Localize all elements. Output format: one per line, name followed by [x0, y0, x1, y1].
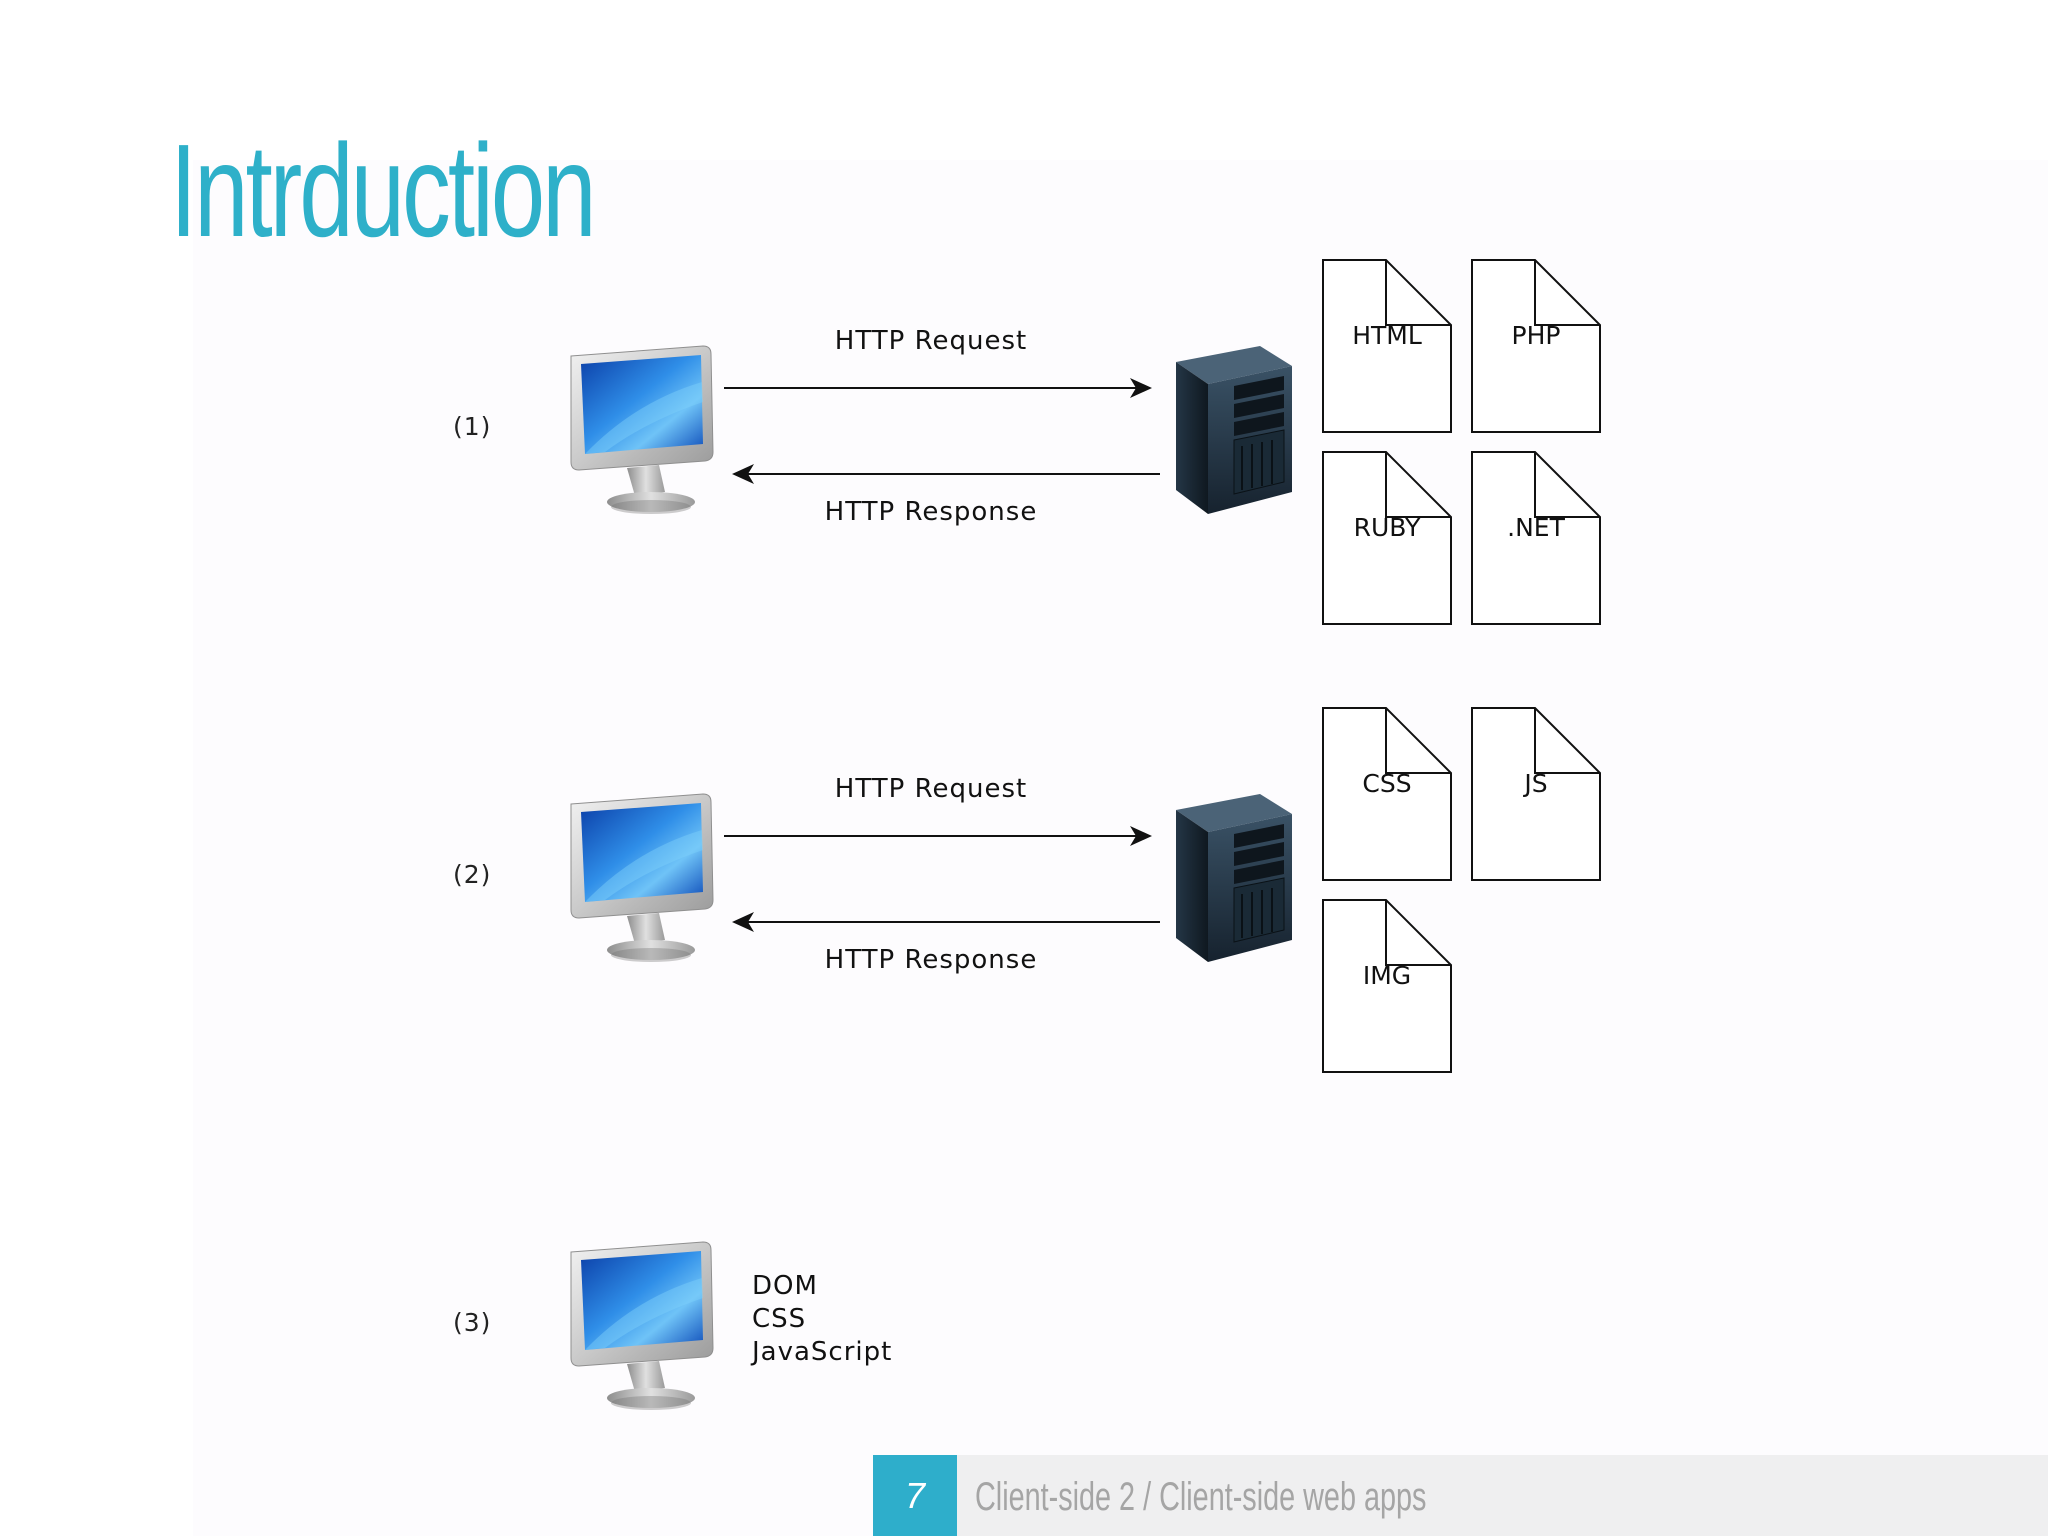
desktop-computer-icon: [570, 345, 714, 515]
document-icon: IMG: [1322, 899, 1452, 1073]
step-label-1: (1): [453, 412, 492, 441]
http-request-label-2: HTTP Request: [834, 774, 1028, 804]
file-label-img: IMG: [1362, 961, 1412, 990]
file-label-net: .NET: [1507, 513, 1565, 542]
request-arrow-1: [724, 378, 1152, 398]
response-arrow-2: [732, 912, 1160, 932]
document-icon: PHP: [1471, 259, 1601, 433]
http-response-label-2: HTTP Response: [824, 945, 1038, 975]
server-tower-icon: [1175, 345, 1293, 515]
slide-title: Intrduction: [170, 117, 597, 264]
desktop-computer-icon: [570, 793, 714, 963]
file-label-php: PHP: [1511, 321, 1561, 350]
client-item-dom: DOM: [752, 1271, 818, 1301]
response-arrow-1: [732, 464, 1160, 484]
step-label-3: (3): [453, 1308, 492, 1337]
document-icon: JS: [1471, 707, 1601, 881]
footer-title: Client-side 2 / Client-side web apps: [975, 1475, 1427, 1519]
footer-bar: [873, 1455, 2048, 1536]
http-response-label-1: HTTP Response: [824, 497, 1038, 527]
step-label-2: (2): [453, 860, 492, 889]
file-label-html: HTML: [1352, 321, 1422, 350]
file-label-css: CSS: [1362, 769, 1412, 798]
page-number: 7: [904, 1475, 926, 1516]
diagram-background: [193, 160, 2048, 1536]
document-icon: CSS: [1322, 707, 1452, 881]
file-label-js: JS: [1524, 769, 1548, 798]
client-item-css: CSS: [752, 1304, 807, 1334]
client-item-javascript: JavaScript: [752, 1337, 893, 1367]
client-technologies-list: DOM CSS JavaScript: [752, 1270, 892, 1369]
request-arrow-2: [724, 826, 1152, 846]
file-label-ruby: RUBY: [1353, 513, 1421, 542]
document-icon: RUBY: [1322, 451, 1452, 625]
http-request-label-1: HTTP Request: [834, 326, 1028, 356]
document-icon: HTML: [1322, 259, 1452, 433]
document-icon: .NET: [1471, 451, 1601, 625]
desktop-computer-icon: [570, 1241, 714, 1411]
server-tower-icon: [1175, 793, 1293, 963]
page-number-box: 7: [873, 1455, 957, 1536]
